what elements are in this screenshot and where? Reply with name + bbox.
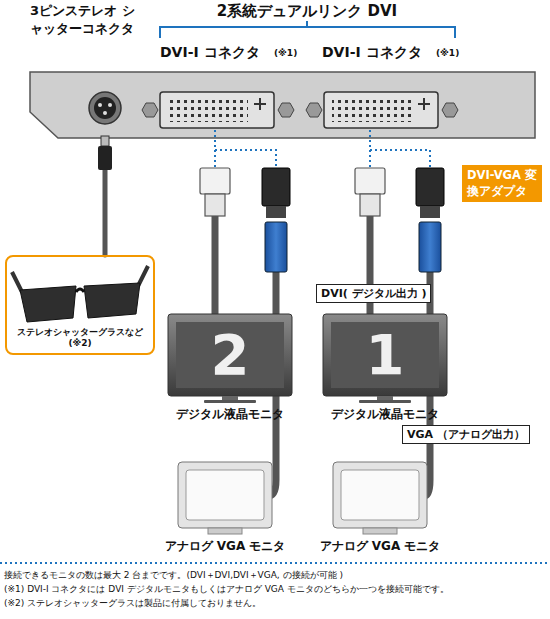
shutter-glasses bbox=[12, 266, 148, 322]
vga-adapter bbox=[262, 168, 444, 272]
dvi-connector bbox=[160, 92, 438, 128]
monitor-number: 1 bbox=[331, 322, 439, 388]
node-text: アナログ VGA モニタ bbox=[165, 538, 286, 555]
dotted-link bbox=[215, 130, 430, 168]
node-text: アナログ VGA モニタ bbox=[320, 538, 441, 555]
lcd-monitor bbox=[168, 314, 447, 403]
monitor-number: 2 bbox=[176, 322, 284, 388]
node-text: DVI( デジタル出力 ) bbox=[321, 286, 426, 301]
footnote: (※2) ステレオシャッターグラスは製品に付属しておりません。 bbox=[4, 598, 546, 610]
output-label: DVI( デジタル出力 ) bbox=[316, 284, 431, 303]
crt-screen: アナログ VGA モニタ bbox=[186, 470, 264, 520]
footnote: (※1) DVI-I コネクタには DVI デジタルモニタもしくはアナログ VG… bbox=[4, 584, 546, 596]
group-title: 2系統デュアルリンク DVI bbox=[217, 2, 397, 21]
footnote: 接続できるモニタの数は最大 2 台までです。(DVI＋DVI,DVI＋VGA, … bbox=[4, 570, 546, 582]
node-text: DVI-VGA 変換アダプタ bbox=[467, 168, 537, 199]
lcd-screen: 1デジタル液晶モニタ bbox=[331, 322, 439, 388]
crt-monitor bbox=[178, 462, 427, 534]
note-mark: (※1) bbox=[274, 48, 297, 58]
glasses-box: ステレオシャッターグラスなど (※2) bbox=[5, 255, 155, 355]
output-label: VGA （アナログ出力） bbox=[402, 425, 530, 444]
dvi-plug bbox=[200, 168, 385, 216]
lcd-screen: 2デジタル液晶モニタ bbox=[176, 322, 284, 388]
node-text: ステレオシャッターグラスなど (※2) bbox=[10, 327, 150, 349]
node-text: デジタル液晶モニタ bbox=[176, 406, 284, 423]
bracket-line bbox=[160, 21, 455, 38]
note-mark: (※1) bbox=[436, 48, 459, 58]
stereo-plug bbox=[98, 136, 112, 170]
separator-line bbox=[0, 562, 550, 564]
stereo-connector bbox=[89, 92, 121, 124]
connector-label: 3ピンステレオ シャッターコネクタ bbox=[30, 2, 142, 37]
connector-label: DVI-I コネクタ bbox=[322, 44, 422, 62]
connector-label: DVI-I コネクタ bbox=[160, 44, 260, 62]
adapter-label: DVI-VGA 変換アダプタ bbox=[462, 165, 542, 202]
node-text: VGA （アナログ出力） bbox=[407, 427, 525, 442]
bracket-plate bbox=[30, 72, 535, 138]
node-text: デジタル液晶モニタ bbox=[331, 406, 439, 423]
crt-screen: アナログ VGA モニタ bbox=[341, 470, 419, 520]
